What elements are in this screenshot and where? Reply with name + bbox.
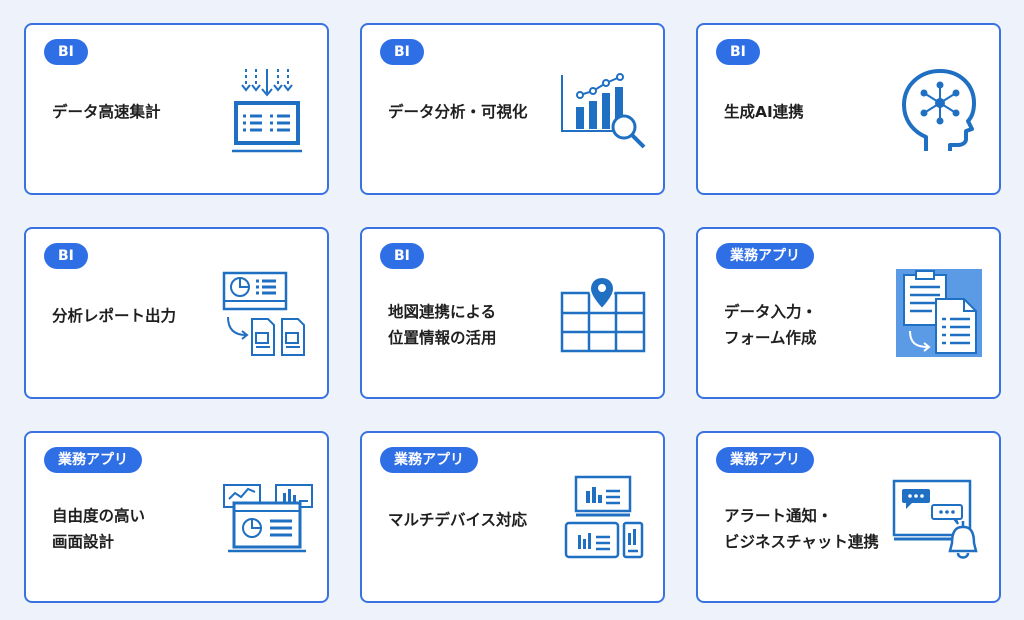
feature-title-line: ビジネスチャット連携	[724, 533, 879, 551]
feature-card-generative-ai[interactable]: BI 生成AI連携	[696, 23, 1001, 195]
feature-title-line: 生成AI連携	[724, 103, 804, 121]
feature-card-fast-aggregation[interactable]: BI データ高速集計	[24, 23, 329, 195]
feature-title: データ入力・ フォーム作成	[724, 299, 817, 351]
category-badge: BI	[44, 39, 88, 65]
feature-title: 分析レポート出力	[52, 303, 176, 329]
dashboard-layout-icon	[222, 483, 314, 555]
feature-card-data-entry-forms[interactable]: 業務アプリ データ入力・ フォーム作成	[696, 227, 1001, 399]
feature-title: アラート通知・ ビジネスチャット連携	[724, 503, 879, 555]
category-badge: BI	[44, 243, 88, 269]
feature-title: マルチデバイス対応	[388, 507, 527, 533]
feature-title-line: 自由度の高い	[52, 507, 146, 525]
category-badge: BI	[716, 39, 760, 65]
feature-title: 地図連携による 位置情報の活用	[388, 299, 497, 351]
category-badge: 業務アプリ	[716, 447, 814, 473]
feature-title: データ分析・可視化	[388, 99, 528, 125]
feature-title: データ高速集計	[52, 99, 161, 125]
feature-title-line: マルチデバイス対応	[388, 511, 528, 529]
feature-title: 自由度の高い 画面設計	[52, 503, 145, 555]
category-badge: BI	[380, 39, 424, 65]
fast-aggregation-icon	[230, 67, 304, 155]
category-badge: BI	[380, 243, 424, 269]
category-badge: 業務アプリ	[44, 447, 142, 473]
feature-card-map-integration[interactable]: BI 地図連携による 位置情報の活用	[360, 227, 665, 399]
report-export-icon	[222, 271, 312, 359]
chart-magnifier-icon	[560, 71, 648, 153]
ai-head-icon	[896, 67, 978, 155]
map-pin-icon	[558, 275, 648, 355]
feature-card-report-export[interactable]: BI 分析レポート出力	[24, 227, 329, 399]
chat-bell-icon	[892, 479, 982, 561]
feature-title-line: 分析レポート出力	[52, 307, 177, 325]
feature-card-multi-device[interactable]: 業務アプリ マルチデバイス対応	[360, 431, 665, 603]
feature-title-line: 位置情報の活用	[388, 329, 497, 347]
feature-title-line: 画面設計	[52, 533, 115, 551]
multi-device-icon	[562, 475, 646, 563]
feature-title-line: データ高速集計	[52, 103, 161, 121]
form-documents-icon	[896, 269, 982, 357]
category-badge: 業務アプリ	[380, 447, 478, 473]
category-badge: 業務アプリ	[716, 243, 814, 269]
feature-title-line: アラート通知・	[724, 507, 833, 525]
feature-card-flexible-screen-design[interactable]: 業務アプリ 自由度の高い 画面設計	[24, 431, 329, 603]
feature-card-alerts-chat[interactable]: 業務アプリ アラート通知・ ビジネスチャット連携	[696, 431, 1001, 603]
feature-title-line: データ分析・可視化	[388, 103, 528, 121]
feature-title-line: データ入力・	[724, 303, 818, 321]
feature-title: 生成AI連携	[724, 99, 804, 125]
feature-title-line: フォーム作成	[724, 329, 817, 347]
feature-card-data-visualization[interactable]: BI データ分析・可視化	[360, 23, 665, 195]
feature-title-line: 地図連携による	[388, 303, 497, 321]
